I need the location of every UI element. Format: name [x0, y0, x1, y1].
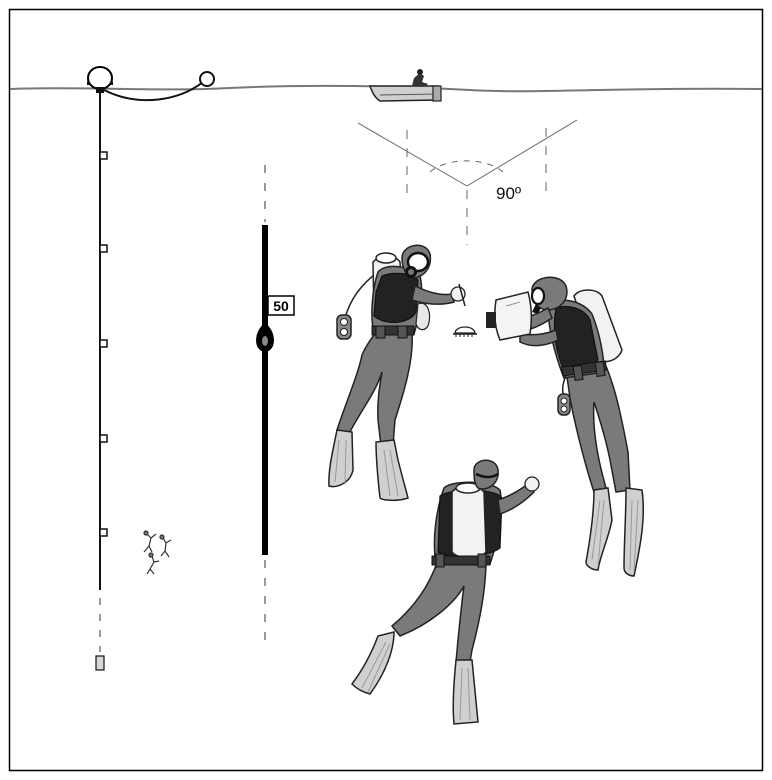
line-knot-hole: [262, 336, 268, 346]
diver-right-slate-clip: [486, 312, 496, 328]
diver-bottom-hand: [525, 477, 539, 491]
depth-tag: [100, 340, 107, 347]
buoy-float: [88, 67, 112, 89]
small-float: [200, 72, 214, 86]
diver-right-slate: [495, 292, 532, 340]
diver-left-vest: [374, 273, 418, 322]
angle-label: 90º: [496, 184, 521, 203]
descent-weight: [96, 656, 104, 670]
depth-tag: [100, 152, 107, 159]
depth-tag: [100, 435, 107, 442]
diver-right-mask: [532, 288, 544, 304]
boat-motor: [433, 86, 441, 101]
depth-tag: [100, 245, 107, 252]
depth-marker-label: 50: [273, 298, 289, 314]
diver-left-bcd-pocket: [416, 303, 430, 329]
diver-bottom-tank: [452, 486, 486, 558]
depth-tag: [100, 529, 107, 536]
boat-hull: [370, 86, 438, 101]
